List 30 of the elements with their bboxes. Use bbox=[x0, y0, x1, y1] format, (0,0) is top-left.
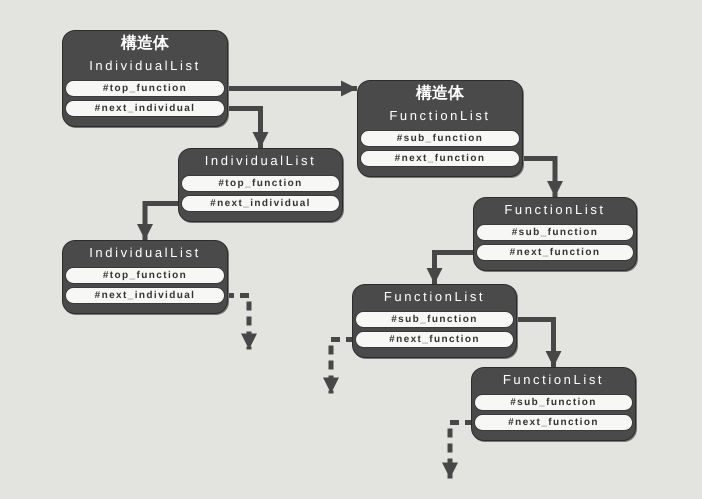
struct-box bbox=[473, 197, 637, 271]
field-row: #sub_function bbox=[474, 394, 633, 411]
struct-label: 構造体 bbox=[121, 34, 169, 54]
struct-box bbox=[178, 148, 343, 222]
struct-name: FunctionList bbox=[502, 371, 604, 389]
field-row: #next_function bbox=[355, 331, 514, 348]
field-row: #top_function bbox=[65, 80, 225, 97]
field-row: #next_function bbox=[474, 414, 633, 431]
struct-name: IndividualList bbox=[204, 152, 316, 170]
field-row: #next_individual bbox=[181, 195, 340, 212]
field-row: #sub_function bbox=[355, 311, 514, 328]
struct-name: IndividualList bbox=[89, 244, 201, 262]
struct-label: 構造体 bbox=[416, 84, 464, 104]
field-row: #next_function bbox=[476, 244, 634, 261]
field-row: #sub_function bbox=[360, 130, 520, 147]
struct-box bbox=[62, 240, 228, 314]
field-row: #top_function bbox=[65, 267, 225, 284]
struct-name: FunctionList bbox=[384, 288, 486, 306]
field-row: #top_function bbox=[181, 175, 340, 192]
field-row: #next_function bbox=[360, 150, 520, 167]
struct-box bbox=[62, 30, 228, 127]
struct-box bbox=[357, 80, 523, 177]
struct-box bbox=[352, 284, 517, 358]
struct-box bbox=[471, 367, 636, 441]
field-row: #sub_function bbox=[476, 224, 634, 241]
struct-name: FunctionList bbox=[504, 201, 606, 219]
struct-name: FunctionList bbox=[389, 107, 491, 125]
field-row: #next_individual bbox=[65, 287, 225, 304]
field-row: #next_individual bbox=[65, 100, 225, 117]
struct-name: IndividualList bbox=[89, 57, 201, 75]
